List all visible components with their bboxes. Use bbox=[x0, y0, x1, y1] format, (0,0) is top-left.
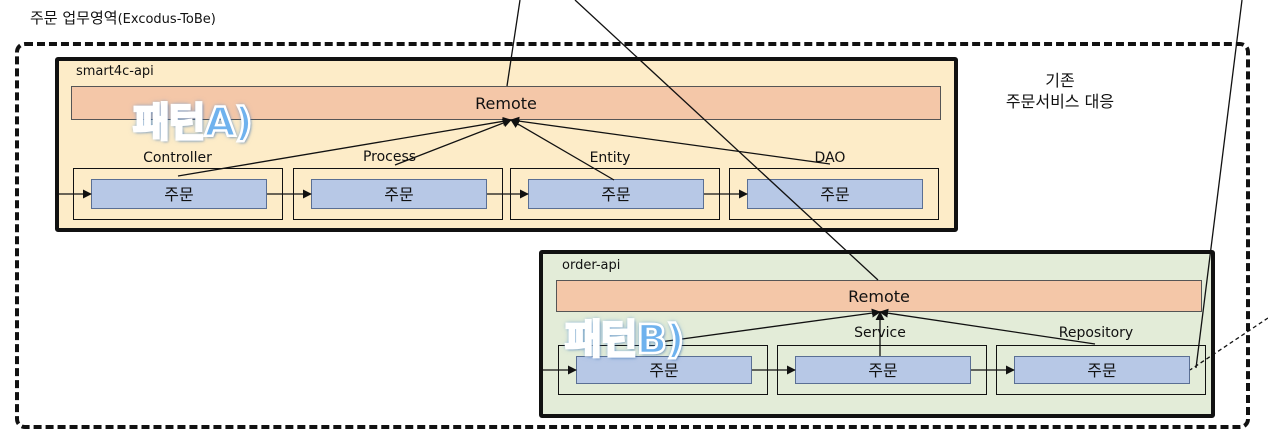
layer-label-repository: Repository bbox=[1058, 325, 1134, 341]
legacy-note-line1: 기존 bbox=[1045, 71, 1075, 90]
order-api-remote: Remote bbox=[556, 280, 1202, 312]
controller-order-item: 주문 bbox=[91, 179, 267, 209]
pattern-b-label: 패턴B) bbox=[564, 316, 686, 365]
service-order-item: 주문 bbox=[795, 356, 971, 384]
diagram-title-main: 주문 업무영역 bbox=[30, 9, 118, 27]
process-order-item: 주문 bbox=[311, 179, 487, 209]
layer-label-controller: Controller bbox=[143, 150, 212, 166]
diagram-title-sub: (Excodus-ToBe) bbox=[117, 12, 216, 27]
legacy-note: 기존 주문서비스 대응 bbox=[985, 70, 1135, 112]
smart4c-api-label: smart4c-api bbox=[76, 64, 154, 79]
layer-label-entity: Entity bbox=[589, 150, 631, 166]
entity-order-item: 주문 bbox=[528, 179, 704, 209]
legacy-note-line2: 주문서비스 대응 bbox=[1005, 92, 1115, 111]
order-api-order-item: 주문 bbox=[576, 356, 752, 384]
layer-label-service: Service bbox=[854, 325, 906, 341]
dao-order-item: 주문 bbox=[747, 179, 923, 209]
repository-order-item: 주문 bbox=[1014, 356, 1190, 384]
layer-label-dao: DAO bbox=[814, 150, 846, 166]
pattern-a-label: 패턴A) bbox=[132, 99, 254, 148]
diagram-title: 주문 업무영역(Excodus-ToBe) bbox=[30, 7, 216, 28]
order-api-label: order-api bbox=[562, 258, 621, 273]
layer-label-process: Process bbox=[362, 149, 417, 165]
